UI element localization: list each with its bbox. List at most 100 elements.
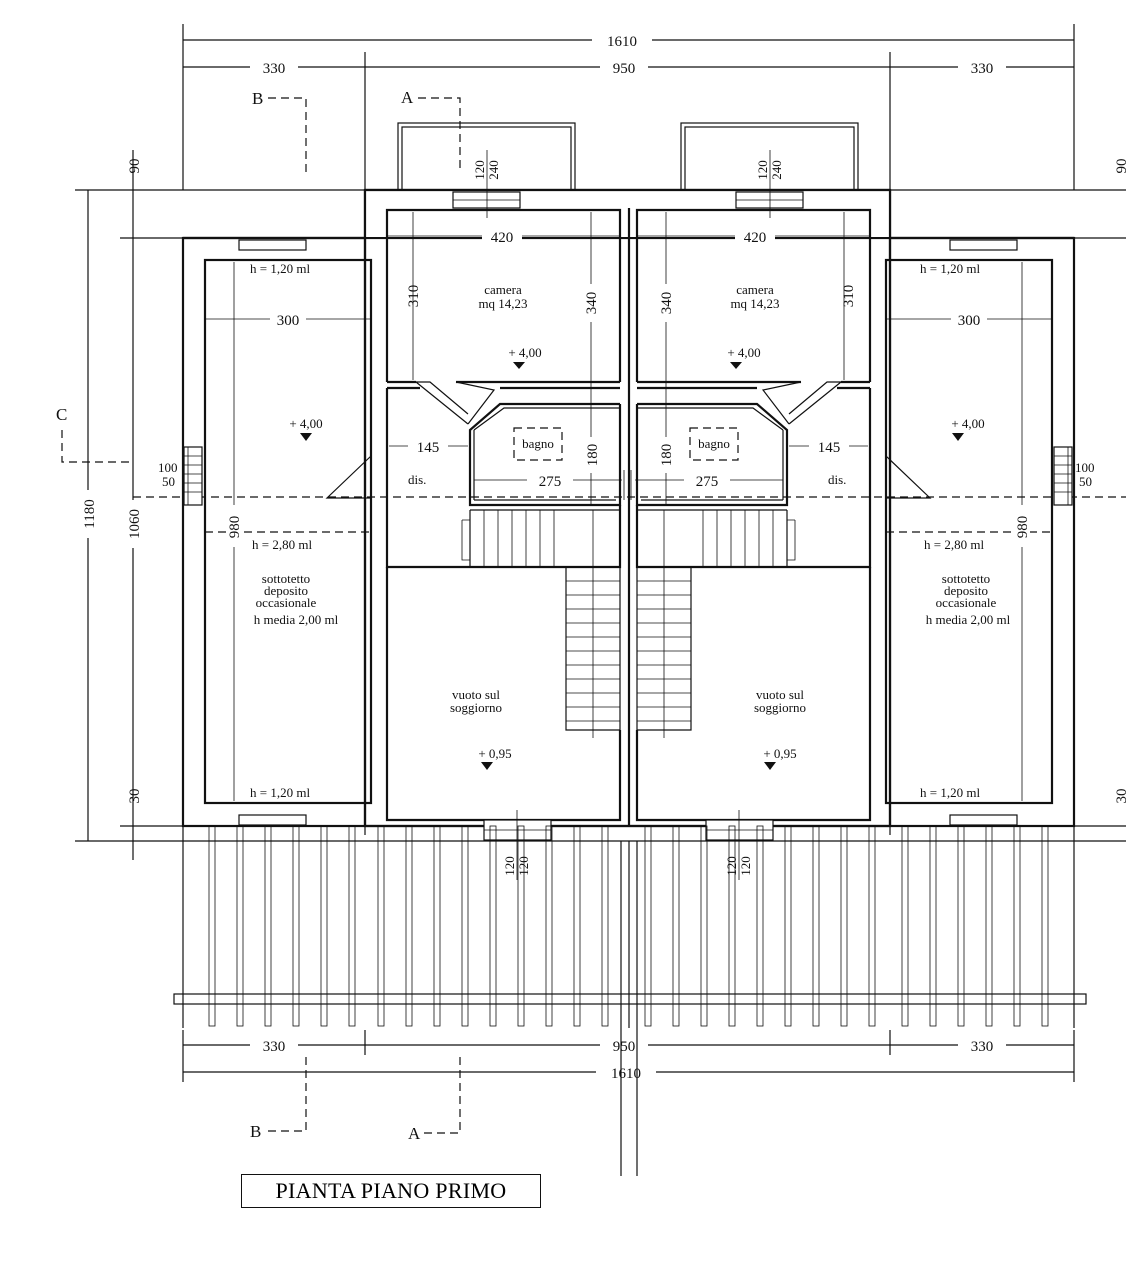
dim-total-width-top: 1610 — [607, 34, 637, 50]
loft-label-2-right: deposito — [944, 583, 988, 598]
section-b-top: B — [252, 89, 263, 108]
loft-height-mid-left: h = 2,80 ml — [252, 537, 312, 552]
room-area-right: mq 14,23 — [730, 296, 779, 311]
side-window-dim-left-a: 100 — [158, 460, 178, 475]
pergola-rafter — [545, 825, 553, 1027]
pergola-rafter — [292, 825, 300, 1027]
window-dim-left-b: 240 — [486, 160, 501, 180]
dim-room-depth-left-b: 340 — [584, 292, 600, 315]
dim-room-depth-right-b: 340 — [659, 292, 675, 315]
pergola-rafter — [700, 825, 708, 1027]
dim-room-depth-left-a: 310 — [406, 285, 422, 308]
pergola-rafter — [901, 825, 909, 1027]
pergola-rafter — [208, 825, 216, 1027]
dim-hall-width-left: 145 — [417, 440, 440, 456]
hall-label-left: dis. — [408, 472, 426, 487]
dim-hall-width-right: 145 — [818, 440, 841, 456]
dim-bath-width-left: 275 — [539, 474, 562, 490]
section-a-bottom: A — [408, 1124, 421, 1143]
side-window-dim-left-b: 50 — [162, 474, 175, 489]
pergola-rafter — [644, 825, 652, 1027]
window-dim-bottom-left-a: 120 — [502, 856, 517, 876]
pergola-rafter — [320, 825, 328, 1027]
loft-label-3-left: occasionale — [256, 595, 317, 610]
pergola-rafter — [985, 825, 993, 1027]
room-name-right: camera — [736, 282, 774, 297]
void-label-2-right: soggiorno — [754, 700, 806, 715]
pergola-rafter — [784, 825, 792, 1027]
top-balconies: 120 240 120 240 — [397, 122, 859, 218]
loft-label-2-left: deposito — [264, 583, 308, 598]
dim-bath-width-right: 275 — [696, 474, 719, 490]
hall-label-right: dis. — [828, 472, 846, 487]
dim-loft-width-right: 300 — [958, 313, 981, 329]
dim-balcony-depth-right: 90 — [1114, 159, 1126, 174]
pergola-rafter — [573, 825, 581, 1027]
dim-inner-depth: 1060 — [127, 509, 143, 539]
pergola-rafter — [461, 825, 469, 1027]
void-label-1-left: vuoto sul — [452, 687, 500, 702]
dim-bath-depth-left: 180 — [585, 444, 601, 467]
loft-label-1-right: sottotetto — [942, 571, 990, 586]
dim-loft-depth-right: 980 — [1015, 516, 1031, 539]
right-unit: 420 310 340 camera mq 14,23 + 4,00 bagno… — [623, 208, 932, 880]
pergola-rafter — [264, 825, 272, 1027]
dim-center-width-top: 950 — [613, 61, 636, 77]
dim-center-width-bottom: 950 — [613, 1039, 636, 1055]
level-room-right: + 4,00 — [727, 345, 760, 360]
room-name-left: camera — [484, 282, 522, 297]
dim-bath-depth-right: 180 — [659, 444, 675, 467]
loft-label-4-right: h media 2,00 ml — [926, 612, 1011, 627]
pergola-rafter — [840, 825, 848, 1027]
dim-room-depth-right-a: 310 — [841, 285, 857, 308]
right-loft: 300 980 h = 1,20 ml h = 2,80 ml h = 1,20… — [884, 239, 1095, 826]
pergola-rafter — [1041, 825, 1049, 1027]
section-c: C — [56, 405, 67, 424]
pergola-rafter — [405, 825, 413, 1027]
outer-walls — [181, 188, 1076, 828]
window-dim-right-b: 240 — [769, 160, 784, 180]
drawing-title: PIANTA PIANO PRIMO — [241, 1174, 541, 1208]
pergola-rafter — [868, 825, 876, 1027]
level-void-right: + 0,95 — [763, 746, 796, 761]
dim-bottom-offset: 30 — [127, 789, 143, 804]
pergola-rafter — [672, 825, 680, 1027]
bath-label-right: bagno — [698, 436, 730, 451]
pergola-rafter — [756, 825, 764, 1027]
loft-height-bottom-left: h = 1,20 ml — [250, 785, 310, 800]
bath-label-left: bagno — [522, 436, 554, 451]
pergola-rafter — [433, 825, 441, 1027]
window-dim-left-a: 120 — [472, 160, 487, 180]
dim-right-width-top: 330 — [971, 61, 994, 77]
dim-loft-depth-left: 980 — [227, 516, 243, 539]
pergola-rafter — [489, 825, 497, 1027]
void-label-2-left: soggiorno — [450, 700, 502, 715]
section-a-top: A — [401, 88, 414, 107]
side-window-dim-right-a: 100 — [1075, 460, 1095, 475]
pergola-rafter — [377, 825, 385, 1027]
dim-room-width-right: 420 — [744, 230, 767, 246]
pergola-rafter — [348, 825, 356, 1027]
pergola-rafter — [236, 825, 244, 1027]
loft-height-mid-right: h = 2,80 ml — [924, 537, 984, 552]
window-dim-right-a: 120 — [755, 160, 770, 180]
room-area-left: mq 14,23 — [478, 296, 527, 311]
pergola-rafter — [812, 825, 820, 1027]
window-dim-bottom-right-a: 120 — [724, 856, 739, 876]
dim-room-width-left: 420 — [491, 230, 514, 246]
level-room-left: + 4,00 — [508, 345, 541, 360]
level-void-left: + 0,95 — [478, 746, 511, 761]
pergola-rafter — [1013, 825, 1021, 1027]
pergola-rafter — [929, 825, 937, 1027]
pergola-rafter — [728, 825, 736, 1027]
window-dim-bottom-right-b: 120 — [738, 856, 753, 876]
bottom-dimension-chain: 330 950 330 1610 — [182, 1030, 1075, 1082]
loft-height-top-left: h = 1,20 ml — [250, 261, 310, 276]
pergola — [173, 825, 1087, 1176]
dim-total-depth: 1180 — [82, 499, 98, 528]
level-loft-left: + 4,00 — [289, 416, 322, 431]
loft-label-4-left: h media 2,00 ml — [254, 612, 339, 627]
loft-height-bottom-right: h = 1,20 ml — [920, 785, 980, 800]
dim-loft-width-left: 300 — [277, 313, 300, 329]
